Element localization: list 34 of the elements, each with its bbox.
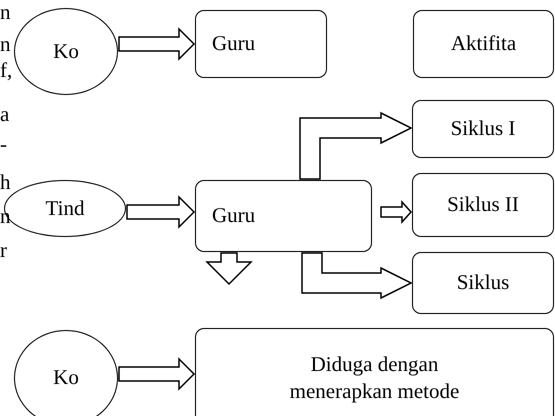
rounded-box (412, 252, 554, 314)
text-fragment: n (0, 2, 10, 23)
rounded-box (412, 173, 554, 237)
ellipse-node (14, 8, 118, 95)
text-fragment: n (0, 34, 10, 55)
node-text: Siklus (456, 269, 510, 296)
text-fragment: a (0, 104, 10, 125)
node-text: Guru (212, 30, 256, 58)
rounded-box (413, 10, 554, 78)
block-arrow (301, 252, 413, 300)
node-text: Siklus II (447, 191, 519, 218)
block-arrow (205, 252, 253, 286)
block-arrow (118, 27, 196, 61)
rounded-box (195, 180, 372, 252)
block-arrow (126, 195, 196, 229)
rounded-box (195, 328, 554, 416)
text-fragment: f, (0, 60, 12, 81)
node-text: Siklus I (450, 115, 516, 142)
text-fragment: - (0, 134, 7, 155)
text-fragment: n (0, 206, 10, 227)
text-fragment: r (0, 240, 7, 261)
node-text: Aktifita (450, 30, 516, 58)
text-fragment: h (0, 172, 10, 193)
rounded-box (412, 100, 554, 158)
node-text: Ko (53, 364, 79, 392)
node-text: Ko (53, 38, 79, 65)
node-text: Tind (46, 194, 84, 222)
rounded-box (195, 10, 327, 78)
block-arrow (299, 112, 413, 180)
node-text: Guru (212, 202, 256, 230)
ellipse-node (14, 330, 118, 416)
block-arrow (118, 357, 196, 391)
block-arrow (380, 200, 412, 224)
node-text: Diduga dengan menerapkan metode (288, 350, 460, 405)
